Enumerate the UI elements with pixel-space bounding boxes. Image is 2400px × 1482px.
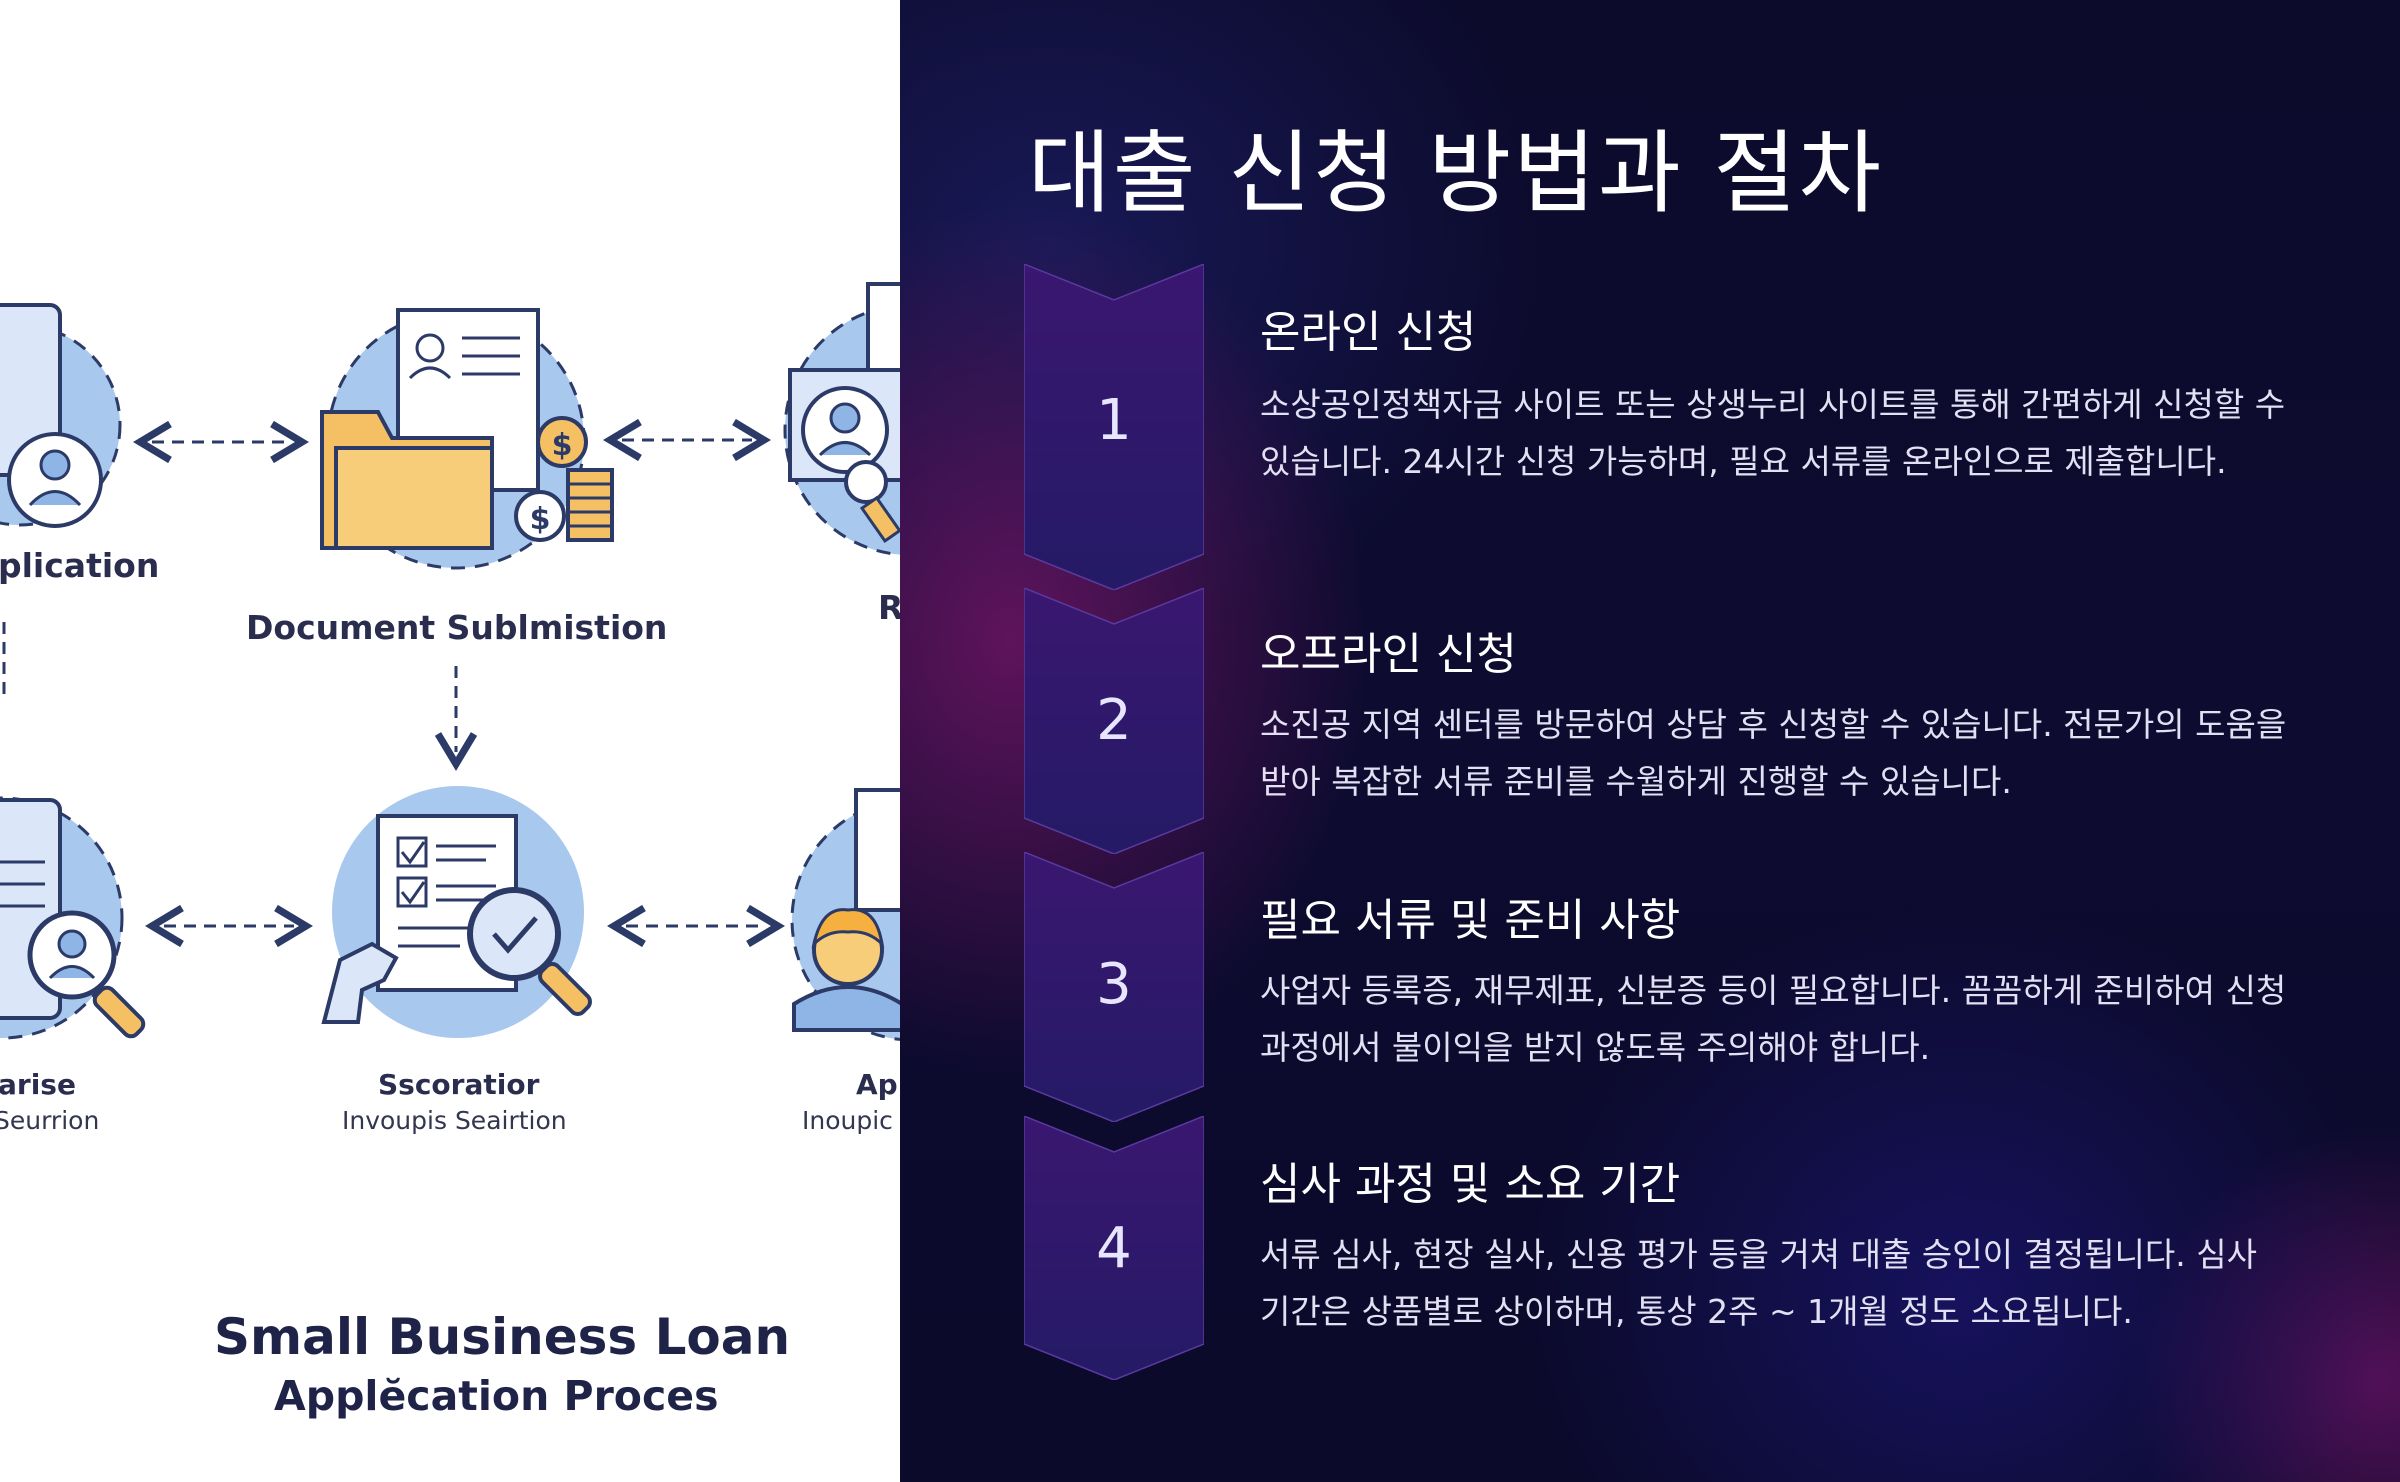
step-1-number: 1: [1096, 388, 1132, 453]
coins-icon: $ $: [514, 416, 614, 542]
left-bottom-sublabel: Seurrion: [0, 1106, 100, 1135]
chevron-shape: [1024, 852, 1204, 1122]
document-folder-icon: [320, 308, 586, 570]
step-4-description: 서류 심사, 현장 실사, 신용 평가 등을 거쳐 대출 승인이 결정됩니다. …: [1260, 1235, 2257, 1331]
chevron-shape: [1024, 264, 1204, 590]
checklist-approval-icon: [321, 786, 592, 1038]
step-2-title: 오프라인 신청: [1260, 629, 1517, 680]
step-3-number: 3: [1096, 952, 1132, 1017]
loan-process-illustration: $ $: [0, 0, 900, 1482]
document-submission-label: Document Sublmistion: [246, 608, 668, 647]
flow-arrows: [2, 440, 766, 926]
svg-text:$: $: [530, 502, 551, 537]
step-3-title: 필요 서류 및 준비 사항: [1260, 895, 1681, 946]
step-3-description: 사업자 등록증, 재무제표, 신분증 등이 필요합니다. 꼼꼼하게 준비하여 신…: [1260, 971, 2287, 1067]
document-magnifier-icon: [0, 796, 146, 1040]
center-bottom-label: Sscoratior: [378, 1068, 540, 1101]
step-1-title: 온라인 신청: [1260, 307, 1477, 358]
chevron-shape: [1024, 1116, 1204, 1380]
step-2-number: 2: [1096, 688, 1132, 753]
step-4-chevron: 4: [1024, 1116, 1204, 1380]
application-label: plication: [0, 546, 160, 585]
illustration-footer-subtitle: Applĕcation Proces: [274, 1372, 719, 1420]
left-bottom-label: arise: [0, 1068, 76, 1101]
user-search-icon: [783, 282, 900, 557]
review-label: R: [878, 588, 900, 627]
smartphone-user-icon: [0, 303, 122, 528]
right-bottom-label: Ap: [856, 1068, 898, 1101]
step-1-chevron: 1: [1024, 264, 1204, 590]
loan-procedure-panel: 대출 신청 방법과 절차 1 온라인 신청 소상공인정책자금 사이트 또는 상생…: [900, 0, 2400, 1482]
chevron-shape: [1024, 588, 1204, 854]
step-4-title: 심사 과정 및 소요 기간: [1260, 1159, 1681, 1210]
illustration-footer-title: Small Business Loan: [214, 1308, 791, 1366]
step-2-description: 소진공 지역 센터를 방문하여 상담 후 신청할 수 있습니다. 전문가의 도움…: [1260, 705, 2287, 801]
step-2-chevron: 2: [1024, 588, 1204, 854]
step-4-number: 4: [1096, 1216, 1132, 1281]
right-bottom-sublabel: Inoupic: [802, 1106, 893, 1135]
step-1-description: 소상공인정책자금 사이트 또는 상생누리 사이트를 통해 간편하게 신청할 수 …: [1260, 385, 2286, 481]
svg-text:$: $: [552, 428, 573, 463]
step-3-chevron: 3: [1024, 852, 1204, 1122]
illustration-canvas: $ $: [0, 282, 900, 1041]
page-title: 대출 신청 방법과 절차: [1028, 121, 1884, 226]
center-bottom-sublabel: Invoupis Seairtion: [342, 1106, 567, 1135]
user-avatar-icon: [790, 788, 900, 1041]
